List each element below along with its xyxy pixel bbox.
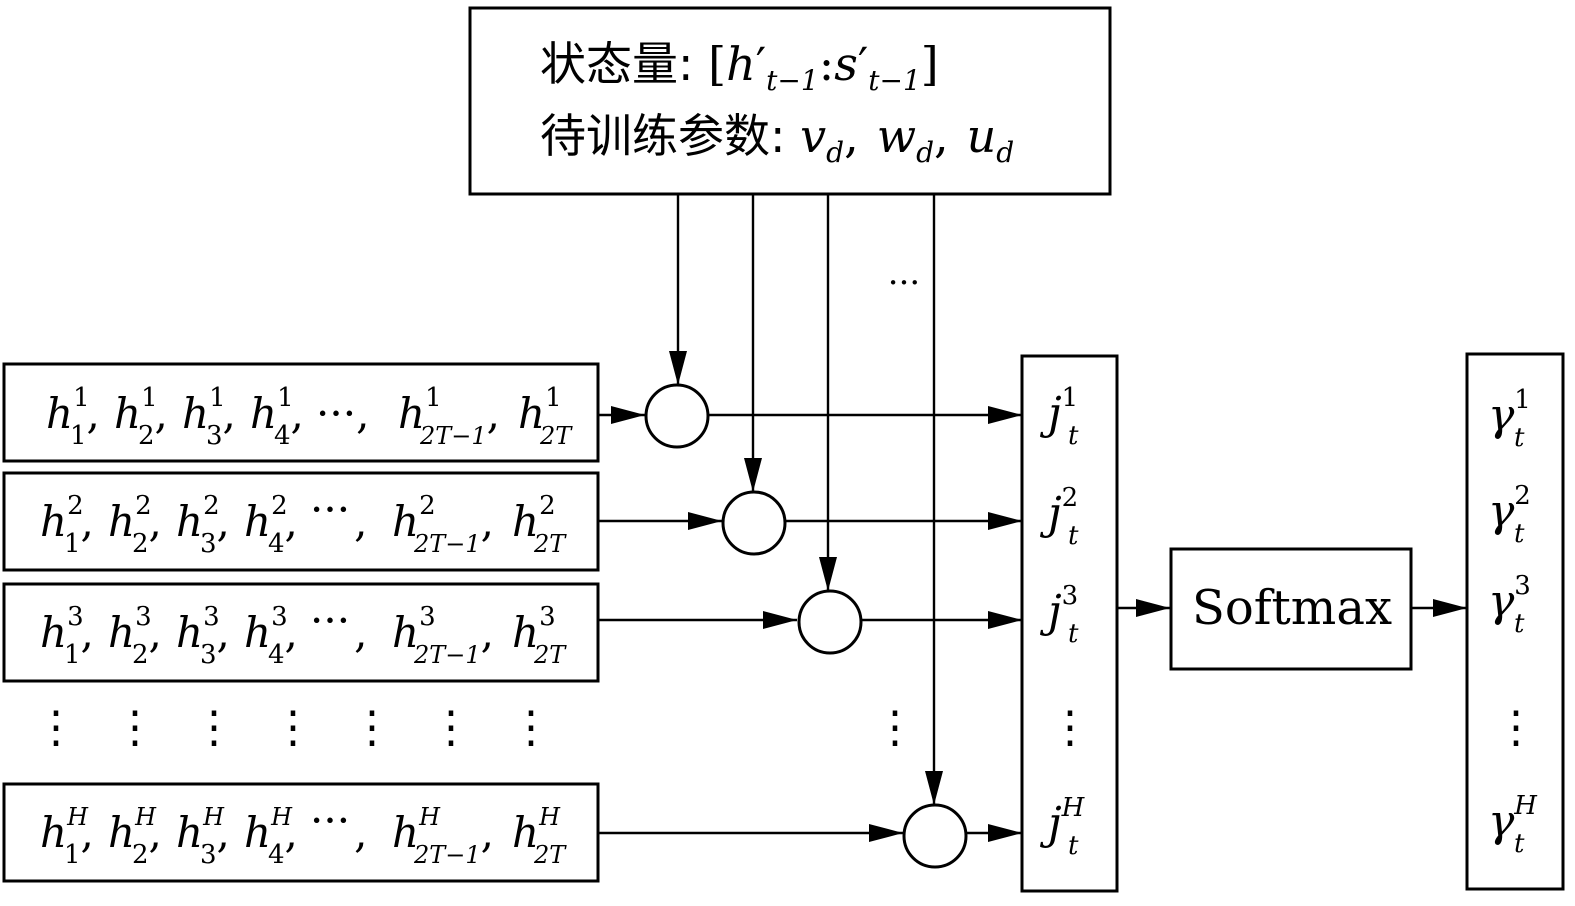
svg-text:h23,: h23, xyxy=(176,491,230,559)
hidden-row-2 xyxy=(2,471,600,572)
svg-text:h34,: h34, xyxy=(244,602,298,670)
svg-text:⋮: ⋮ xyxy=(192,702,236,753)
svg-text:hH2,: hH2, xyxy=(108,803,162,870)
svg-text:⋮: ⋮ xyxy=(1494,702,1538,753)
softmax-label: Softmax xyxy=(1192,580,1392,636)
svg-text:h32,: h32, xyxy=(108,602,162,670)
svg-text:⋮: ⋮ xyxy=(350,702,394,753)
svg-text:hH3,: hH3, xyxy=(176,803,230,870)
svg-text:h22,: h22, xyxy=(108,491,162,559)
score-node-2 xyxy=(721,490,787,556)
svg-text:h12,: h12, xyxy=(114,383,168,451)
svg-text:⋮: ⋮ xyxy=(509,702,553,753)
svg-text:γ1t: γ1t xyxy=(1488,385,1531,453)
svg-text:h33,: h33, xyxy=(176,602,230,670)
score-node-1 xyxy=(644,383,710,449)
svg-text:⋮: ⋮ xyxy=(271,702,315,753)
score-node-3 xyxy=(797,589,863,655)
svg-text:···,: ···, xyxy=(316,389,369,438)
hidden-row-1 xyxy=(2,362,600,463)
svg-text:γHt: γHt xyxy=(1488,791,1538,859)
trainable-params-label: 待训练参数: vd,wd,ud xyxy=(540,109,1014,169)
svg-text:⋮: ⋮ xyxy=(429,702,473,753)
score-column xyxy=(1020,354,1119,893)
svg-text:⋮: ⋮ xyxy=(113,702,157,753)
svg-text:γ2t: γ2t xyxy=(1488,481,1531,549)
svg-text:⋮: ⋮ xyxy=(34,702,78,753)
svg-text:h21,: h21, xyxy=(40,491,94,559)
svg-text:hH1,: hH1, xyxy=(40,803,94,870)
svg-text:⋮: ⋮ xyxy=(873,702,917,753)
svg-text:···,: ···, xyxy=(310,796,367,857)
hidden-row-h xyxy=(2,782,600,883)
svg-text:h13,: h13, xyxy=(182,383,236,451)
svg-text:hH4,: hH4, xyxy=(244,803,298,870)
svg-text:···,: ···, xyxy=(310,485,367,546)
svg-text:h14,: h14, xyxy=(250,383,304,451)
svg-text:⋮: ⋮ xyxy=(1048,702,1092,753)
param-arrows-ellipsis: ··· xyxy=(888,263,920,303)
rows-vertical-dots: ⋮ ⋮ ⋮ ⋮ ⋮ ⋮ ⋮ ⋮ xyxy=(34,702,917,753)
svg-text:γ3t: γ3t xyxy=(1488,571,1531,639)
score-node-h xyxy=(902,803,968,869)
softmax-box xyxy=(1169,547,1413,671)
output-column xyxy=(1465,352,1565,891)
params-box xyxy=(468,6,1112,196)
state-label: 状态量: [h′t−1:s′t−1] xyxy=(540,37,939,97)
svg-text:···,: ···, xyxy=(310,596,367,657)
svg-text:h11,: h11, xyxy=(46,383,100,451)
hidden-row-3 xyxy=(2,582,600,683)
svg-text:h31,: h31, xyxy=(40,602,94,670)
svg-text:h24,: h24, xyxy=(244,491,298,559)
